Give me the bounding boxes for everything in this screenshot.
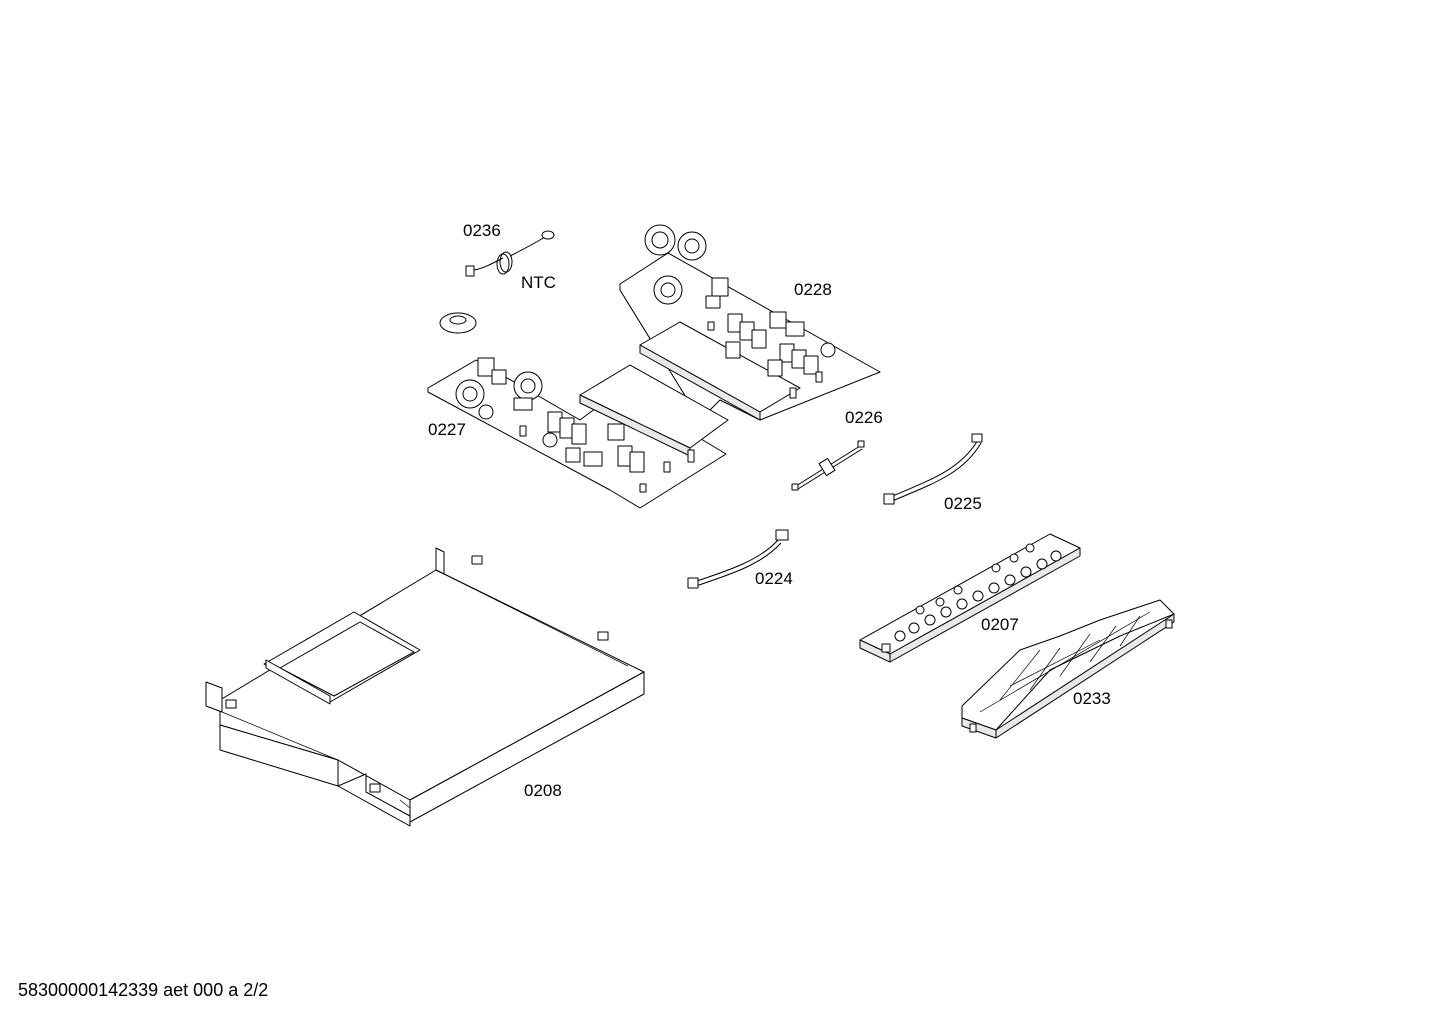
label-0236: 0236	[463, 221, 501, 240]
power-board-0227-drawing	[427, 312, 729, 509]
label-0225: 0225	[944, 494, 982, 513]
label-0233: 0233	[1073, 689, 1111, 708]
sensor-0236-drawing	[465, 230, 555, 277]
cable-0226-drawing	[791, 440, 865, 491]
cable-0224-drawing	[687, 529, 789, 589]
power-board-0228-drawing	[619, 224, 881, 421]
cable-0225-drawing	[883, 433, 983, 505]
tray-0208-drawing	[205, 547, 645, 827]
label-0226: 0226	[845, 408, 883, 427]
control-housing-0233-drawing	[961, 599, 1175, 739]
label-0207: 0207	[981, 615, 1019, 634]
label-ntc: NTC	[521, 273, 556, 292]
label-0224: 0224	[755, 569, 793, 588]
label-0227: 0227	[428, 420, 466, 439]
label-0208: 0208	[524, 781, 562, 800]
control-board-0207-drawing	[859, 533, 1081, 663]
label-0228: 0228	[794, 280, 832, 299]
drawing-code: 58300000142339 aet 000 a 2/2	[18, 980, 269, 1000]
